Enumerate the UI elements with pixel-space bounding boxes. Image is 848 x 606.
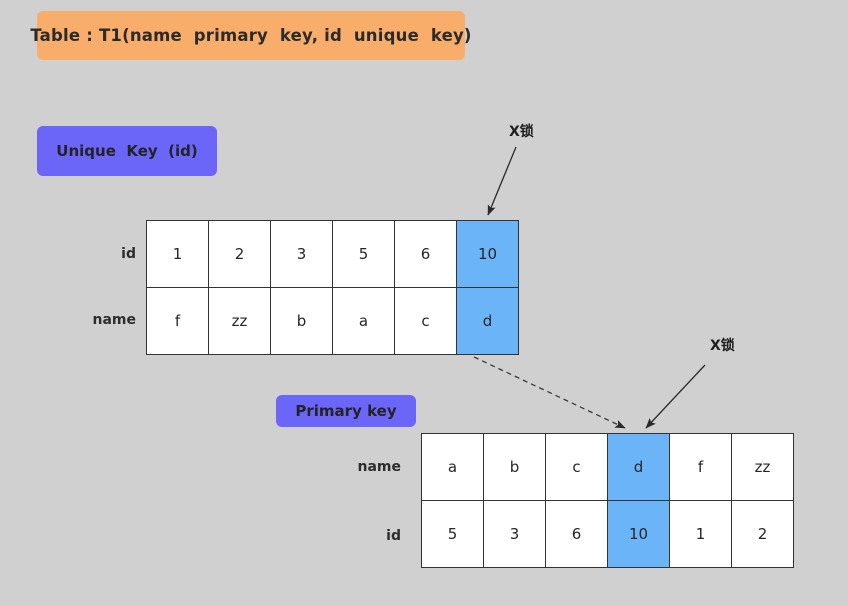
cell: 5: [332, 220, 395, 288]
unique-index-row-label-id: id: [121, 246, 136, 262]
primary-index-row-label-id: id: [386, 528, 401, 544]
x-lock-arrow-unique: [487, 146, 517, 216]
table-definition-banner: Table : T1(name primary key, id unique k…: [30, 11, 471, 60]
index-lookup-arrow: [473, 356, 626, 429]
cell: 3: [270, 220, 333, 288]
table-row: 1 2 3 5 6 10: [146, 220, 519, 288]
primary-key-chip-label: Primary key: [295, 402, 397, 420]
primary-index-table: a b c d f zz 5 3 6 10 1 2: [421, 433, 794, 568]
cell: 1: [146, 220, 209, 288]
x-lock-arrow-primary: [645, 364, 706, 429]
x-lock-label-primary: X锁: [710, 338, 735, 354]
cell-locked: 10: [607, 500, 670, 568]
table-definition-text: Table : T1(name primary key, id unique k…: [30, 26, 472, 45]
cell: 1: [669, 500, 732, 568]
cell: zz: [731, 433, 794, 501]
cell: b: [483, 433, 546, 501]
primary-key-chip: Primary key: [276, 395, 416, 427]
cell: f: [146, 287, 209, 355]
table-row: 5 3 6 10 1 2: [421, 500, 794, 568]
unique-index-table: 1 2 3 5 6 10 f zz b a c d: [146, 220, 519, 355]
cell: zz: [208, 287, 271, 355]
cell: f: [669, 433, 732, 501]
cell: b: [270, 287, 333, 355]
cell: 6: [545, 500, 608, 568]
cell: 5: [421, 500, 484, 568]
cell-locked: d: [607, 433, 670, 501]
cell: a: [332, 287, 395, 355]
unique-key-chip: Unique Key (id): [37, 126, 217, 176]
primary-index-row-label-name: name: [357, 459, 402, 475]
cell: c: [545, 433, 608, 501]
table-row: a b c d f zz: [421, 433, 794, 501]
x-lock-label-unique: X锁: [509, 124, 534, 140]
cell: 3: [483, 500, 546, 568]
cell: 2: [731, 500, 794, 568]
table-row: f zz b a c d: [146, 287, 519, 355]
unique-key-chip-label: Unique Key (id): [56, 142, 198, 160]
cell: a: [421, 433, 484, 501]
unique-index-row-label-name: name: [92, 312, 137, 328]
cell: 6: [394, 220, 457, 288]
cell: c: [394, 287, 457, 355]
cell: 2: [208, 220, 271, 288]
cell-locked: 10: [456, 220, 519, 288]
cell-locked: d: [456, 287, 519, 355]
